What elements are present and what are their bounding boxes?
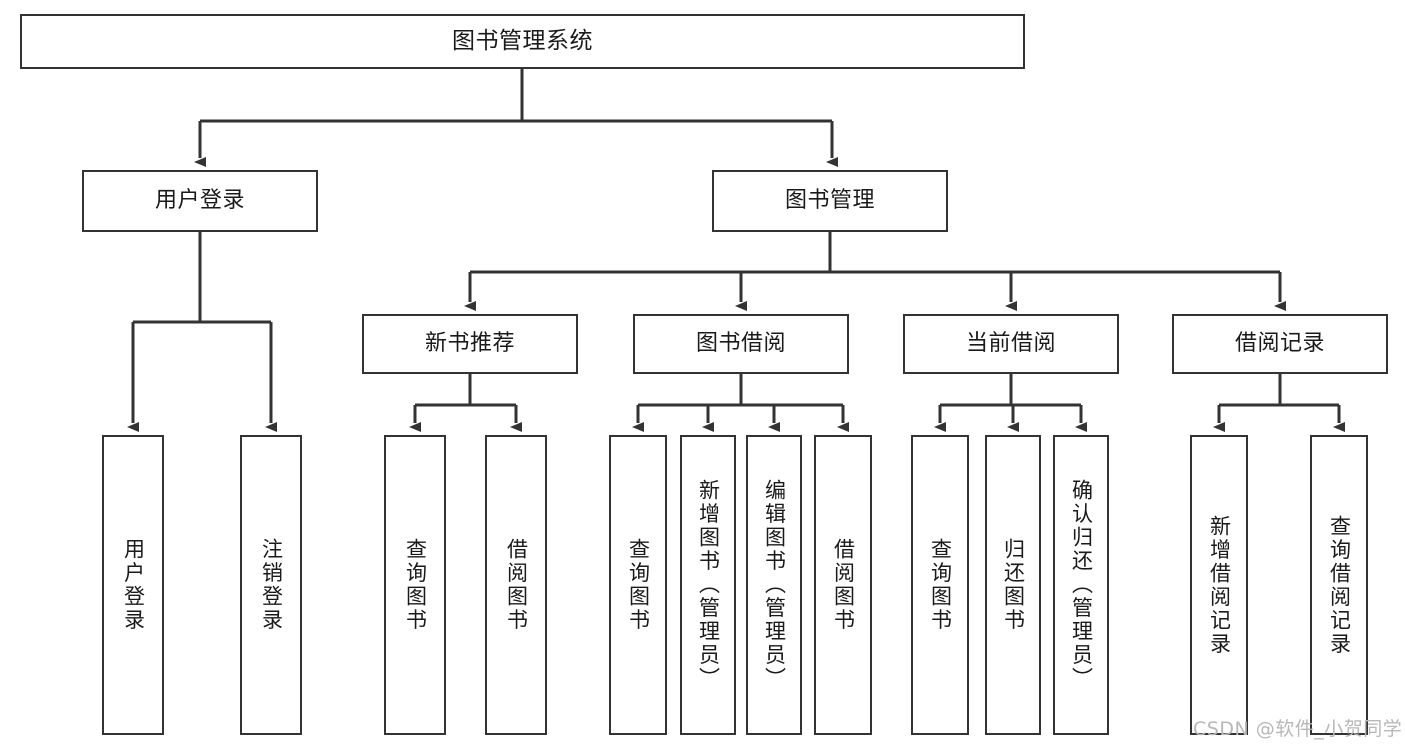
node-label: 借阅记录 [1234,331,1325,357]
node-root-book-management-system[interactable]: 图书管理系统 [20,14,1025,69]
node-leaf-add-borrow-record[interactable]: 新增借阅记录 [1190,435,1248,735]
node-label: 用户登录 [121,538,146,632]
node-label: 编辑图书（管理员） [762,479,787,691]
node-label: 用户登录 [154,188,245,214]
node-label: 归还图书 [1001,538,1026,632]
node-leaf-user-login[interactable]: 用户登录 [102,435,164,735]
node-label: 借阅图书 [504,538,529,632]
node-current-borrowing[interactable]: 当前借阅 [903,314,1119,374]
node-leaf-add-book-admin[interactable]: 新增图书（管理员） [680,435,736,735]
node-label: 查询图书 [928,538,953,632]
node-label: 查询图书 [626,538,651,632]
node-label: 图书管理系统 [452,27,593,54]
node-borrowing-records[interactable]: 借阅记录 [1172,314,1388,374]
node-label: 图书借阅 [695,331,786,357]
node-label: 查询借阅记录 [1327,514,1352,656]
node-leaf-query-book-current[interactable]: 查询图书 [911,435,969,735]
node-leaf-return-book[interactable]: 归还图书 [985,435,1041,735]
node-label: 借阅图书 [831,538,856,632]
node-label: 新增借阅记录 [1207,514,1232,656]
node-book-borrowing[interactable]: 图书借阅 [633,314,849,374]
node-new-book-recommendation[interactable]: 新书推荐 [362,314,578,374]
node-leaf-query-borrow-record[interactable]: 查询借阅记录 [1310,435,1368,735]
node-user-login[interactable]: 用户登录 [82,170,318,232]
node-leaf-borrow-book[interactable]: 借阅图书 [814,435,872,735]
node-leaf-edit-book-admin[interactable]: 编辑图书（管理员） [746,435,802,735]
node-label: 确认归还（管理员） [1069,479,1094,691]
node-label: 新增图书（管理员） [696,479,721,691]
node-leaf-query-book-rec[interactable]: 查询图书 [384,435,446,735]
node-leaf-user-logout[interactable]: 注销登录 [240,435,302,735]
csdn-watermark: CSDN @软件_小贺同学 [1193,718,1403,740]
node-label: 当前借阅 [965,331,1056,357]
node-leaf-confirm-return-admin[interactable]: 确认归还（管理员） [1053,435,1109,735]
node-label: 新书推荐 [424,331,515,357]
node-leaf-borrow-book-rec[interactable]: 借阅图书 [485,435,547,735]
node-label: 注销登录 [259,538,284,632]
node-label: 查询图书 [403,538,428,632]
node-book-management[interactable]: 图书管理 [712,170,948,232]
node-label: 图书管理 [784,188,875,214]
node-leaf-query-book-borrow[interactable]: 查询图书 [609,435,667,735]
